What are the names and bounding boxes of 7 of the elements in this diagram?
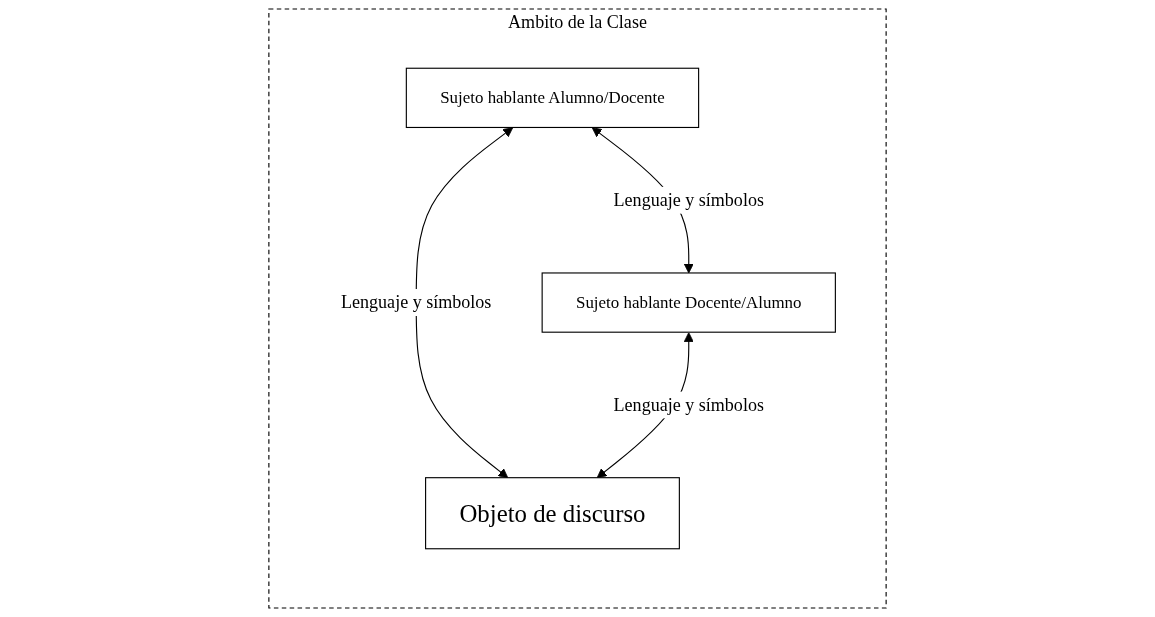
arrow [415, 127, 514, 479]
edge-label: Lenguaje y símbolos [613, 394, 764, 414]
node-box: Sujeto hablante Alumno/Docente [405, 67, 700, 129]
edge-label: Lenguaje y símbolos [341, 292, 492, 312]
edge-label: Lenguaje y símbolos [613, 190, 764, 210]
node-box: Objeto de discurso [425, 477, 680, 550]
node-box: Sujeto hablante Docente/Alumno [541, 272, 836, 333]
